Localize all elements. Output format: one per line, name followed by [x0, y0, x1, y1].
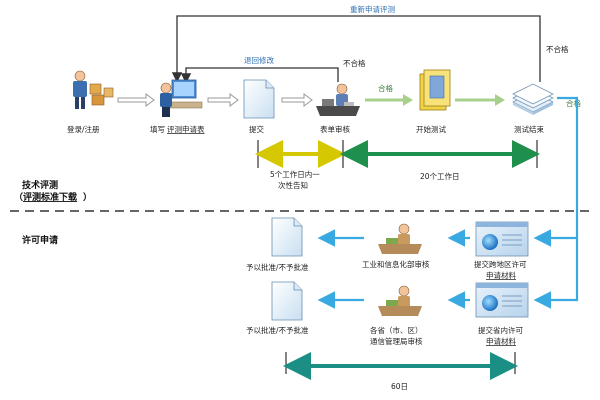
form-review-desk-icon[interactable]: [316, 83, 360, 116]
province-line1: 提交省内许可: [478, 325, 523, 335]
reapply-loop: [171, 15, 541, 83]
submit-document-icon[interactable]: [243, 79, 275, 119]
fail-label-review: 不合格: [343, 58, 366, 68]
notice-line2: 次性告知: [278, 180, 308, 190]
license-connector: [533, 96, 579, 309]
fill-form-link[interactable]: 评测申请表: [167, 124, 205, 134]
license-title: 许可申请: [22, 234, 58, 246]
pass-label-review: 合格: [378, 83, 393, 93]
miit-review-desk-icon[interactable]: [378, 223, 422, 254]
return-modify-loop: [180, 67, 339, 84]
fail-label-test: 不合格: [546, 44, 569, 54]
start-test-binder-icon[interactable]: [419, 69, 451, 111]
decision-2-document-icon[interactable]: [271, 281, 303, 321]
tech-std-close: ）: [83, 192, 92, 203]
test-end-papers-icon[interactable]: [512, 83, 554, 115]
login-person-icon[interactable]: [73, 70, 114, 109]
pass-label-test: 合格: [566, 98, 581, 108]
miit-review-label: 工业和信息化部审核: [362, 259, 430, 269]
province-review-desk-icon[interactable]: [378, 285, 422, 316]
test-end-label: 测试结束: [514, 124, 544, 134]
cross-region-line1: 提交跨地区许可: [474, 259, 527, 269]
fill-form-computer-icon[interactable]: [160, 79, 203, 117]
sixty-days-label: 60日: [391, 382, 408, 391]
decision-1-label: 予以批准/不予批准: [246, 262, 309, 272]
province-screen-icon[interactable]: [475, 282, 529, 318]
fill-form-prefix: 填写: [150, 124, 165, 134]
tech-std-open: （: [14, 192, 23, 203]
form-review-label: 表单审核: [320, 124, 350, 134]
flow-arrow-review-start: [365, 94, 413, 106]
tech-eval-title: 技术评测: [22, 179, 58, 191]
notice-line1: 5个工作日内一: [270, 169, 320, 179]
cross-region-line2[interactable]: 申请材料: [486, 270, 516, 280]
login-label: 登录/注册: [67, 124, 100, 134]
decision-1-document-icon[interactable]: [271, 217, 303, 257]
submit-label: 提交: [249, 124, 264, 134]
return-modify-label: 退回修改: [244, 55, 274, 65]
flow-arrow-start-end: [455, 94, 505, 106]
flow-arrow-login-fill: [117, 93, 155, 107]
tech-std-link[interactable]: 评测标准下载: [23, 191, 77, 203]
reapply-label: 重新申请评测: [350, 4, 395, 14]
cross-region-screen-icon[interactable]: [475, 221, 529, 257]
province-review-line2: 通信管理局审核: [370, 336, 423, 346]
decision-2-label: 予以批准/不予批准: [246, 325, 309, 335]
flow-arrow-submit-review: [281, 93, 313, 107]
province-line2[interactable]: 申请材料: [486, 336, 516, 346]
flow-arrow-fill-submit: [207, 93, 239, 107]
start-test-label: 开始测试: [416, 124, 446, 134]
province-review-line1: 各省（市、区）: [370, 325, 423, 335]
work-days-label: 20个工作日: [420, 171, 460, 181]
